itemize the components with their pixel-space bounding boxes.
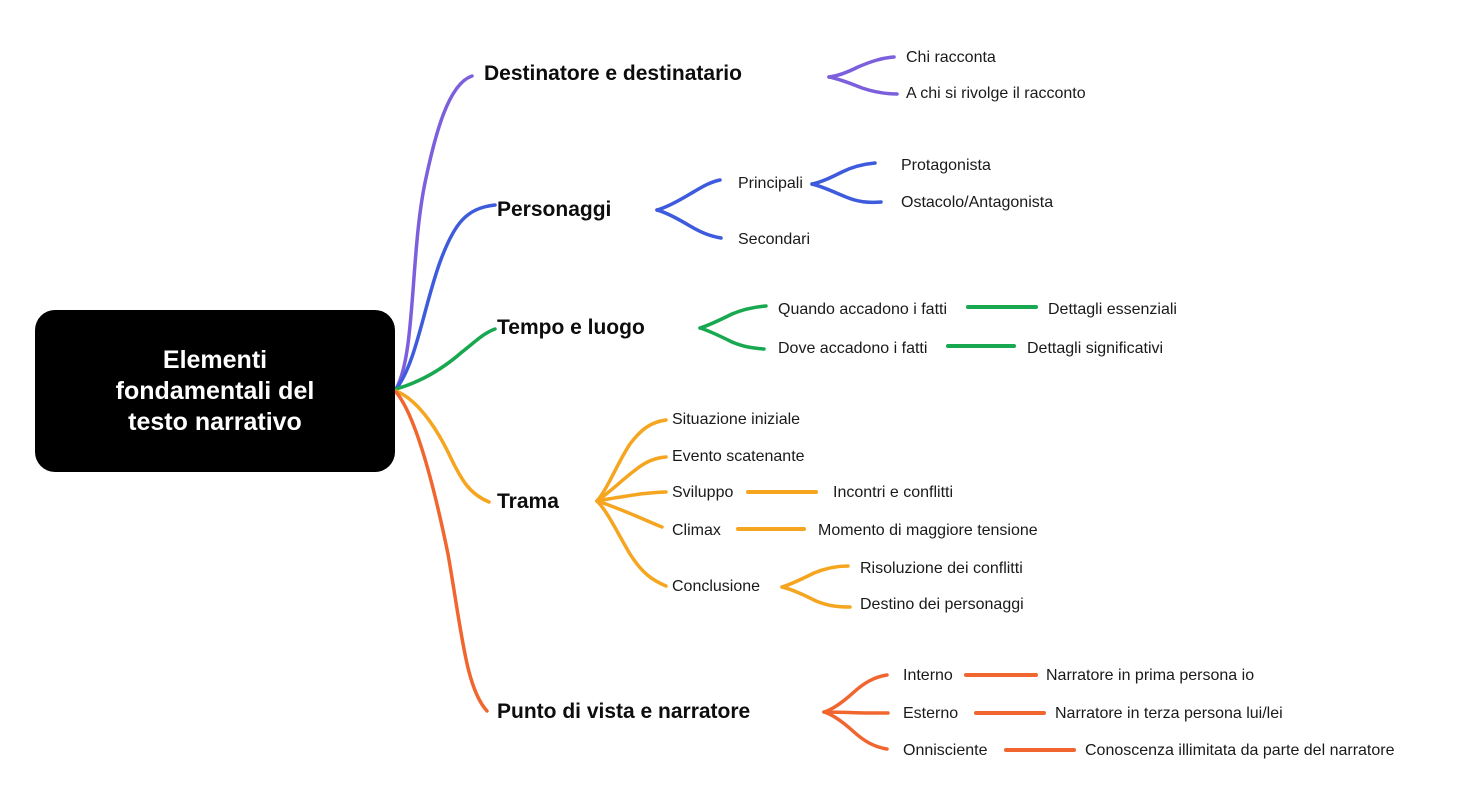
node-destino-personaggi[interactable]: Destino dei personaggi bbox=[860, 596, 1024, 613]
curve-root-to-tempo-luogo bbox=[394, 327, 497, 391]
branch-label-personaggi[interactable]: Personaggi bbox=[497, 198, 612, 221]
curve-root-to-punto-vista bbox=[394, 390, 489, 713]
node-ostacolo-antagonista[interactable]: Ostacolo/Antagonista bbox=[901, 194, 1054, 211]
fork-principali-upper bbox=[810, 161, 877, 186]
node-evento-scatenante[interactable]: Evento scatenante bbox=[672, 448, 805, 465]
node-incontri-conflitti[interactable]: Incontri e conflitti bbox=[833, 484, 954, 501]
fork-punto-vista-interno bbox=[822, 673, 889, 714]
fork-destinatore-upper bbox=[827, 55, 896, 79]
node-climax[interactable]: Climax bbox=[672, 522, 721, 539]
fork-conclusione-lower bbox=[780, 585, 852, 609]
node-conoscenza-illimitata[interactable]: Conoscenza illimitata da parte del narra… bbox=[1085, 742, 1395, 759]
fork-trama-situazione bbox=[595, 418, 668, 503]
curve-root-to-destinatore bbox=[394, 74, 474, 391]
node-sviluppo[interactable]: Sviluppo bbox=[672, 484, 734, 501]
node-risoluzione-conflitti[interactable]: Risoluzione dei conflitti bbox=[860, 560, 1023, 577]
fork-punto-vista-onnisciente bbox=[822, 710, 889, 751]
curve-root-to-personaggi bbox=[394, 203, 497, 391]
node-principali[interactable]: Principali bbox=[738, 175, 803, 192]
fork-destinatore-lower bbox=[827, 75, 899, 96]
fork-personaggi-upper bbox=[655, 178, 722, 212]
node-conclusione[interactable]: Conclusione bbox=[672, 578, 761, 595]
node-dettagli-essenziali[interactable]: Dettagli essenziali bbox=[1048, 301, 1177, 318]
node-chi-racconta[interactable]: Chi racconta bbox=[906, 49, 996, 66]
fork-tempo-upper bbox=[698, 304, 768, 330]
node-dettagli-significativi[interactable]: Dettagli significativi bbox=[1027, 340, 1164, 357]
node-narratore-terza-persona[interactable]: Narratore in terza persona lui/lei bbox=[1055, 705, 1283, 722]
fork-personaggi-lower bbox=[655, 208, 723, 240]
fork-tempo-lower bbox=[698, 326, 766, 351]
node-esterno[interactable]: Esterno bbox=[903, 705, 959, 722]
node-protagonista[interactable]: Protagonista bbox=[901, 157, 991, 174]
node-momento-tensione[interactable]: Momento di maggiore tensione bbox=[818, 522, 1038, 539]
root-node[interactable]: Elementi fondamentali del testo narrativ… bbox=[35, 310, 395, 472]
branch-label-destinatore[interactable]: Destinatore e destinatario bbox=[484, 62, 742, 85]
fork-punto-vista-esterno bbox=[822, 710, 890, 715]
fork-trama-sviluppo bbox=[595, 490, 668, 503]
node-a-chi-si-rivolge[interactable]: A chi si rivolge il racconto bbox=[906, 85, 1086, 102]
node-quando-accadono[interactable]: Quando accadono i fatti bbox=[778, 301, 948, 318]
root-title: Elementi fondamentali del testo narrativ… bbox=[115, 345, 315, 436]
node-secondari[interactable]: Secondari bbox=[738, 231, 811, 248]
node-situazione-iniziale[interactable]: Situazione iniziale bbox=[672, 411, 801, 428]
fork-trama-evento bbox=[595, 455, 668, 503]
branch-label-tempo-luogo[interactable]: Tempo e luogo bbox=[497, 316, 645, 339]
fork-trama-conclusione bbox=[595, 499, 668, 588]
node-onnisciente[interactable]: Onnisciente bbox=[903, 742, 988, 759]
curve-root-to-trama bbox=[394, 389, 491, 504]
node-interno[interactable]: Interno bbox=[903, 667, 953, 684]
fork-conclusione-upper bbox=[780, 564, 850, 589]
branch-label-trama[interactable]: Trama bbox=[497, 490, 559, 513]
fork-principali-lower bbox=[810, 182, 883, 205]
node-dove-accadono[interactable]: Dove accadono i fatti bbox=[778, 340, 928, 357]
branch-label-punto-vista[interactable]: Punto di vista e narratore bbox=[497, 700, 751, 723]
node-narratore-prima-persona[interactable]: Narratore in prima persona io bbox=[1046, 667, 1255, 684]
fork-trama-climax bbox=[595, 499, 664, 529]
